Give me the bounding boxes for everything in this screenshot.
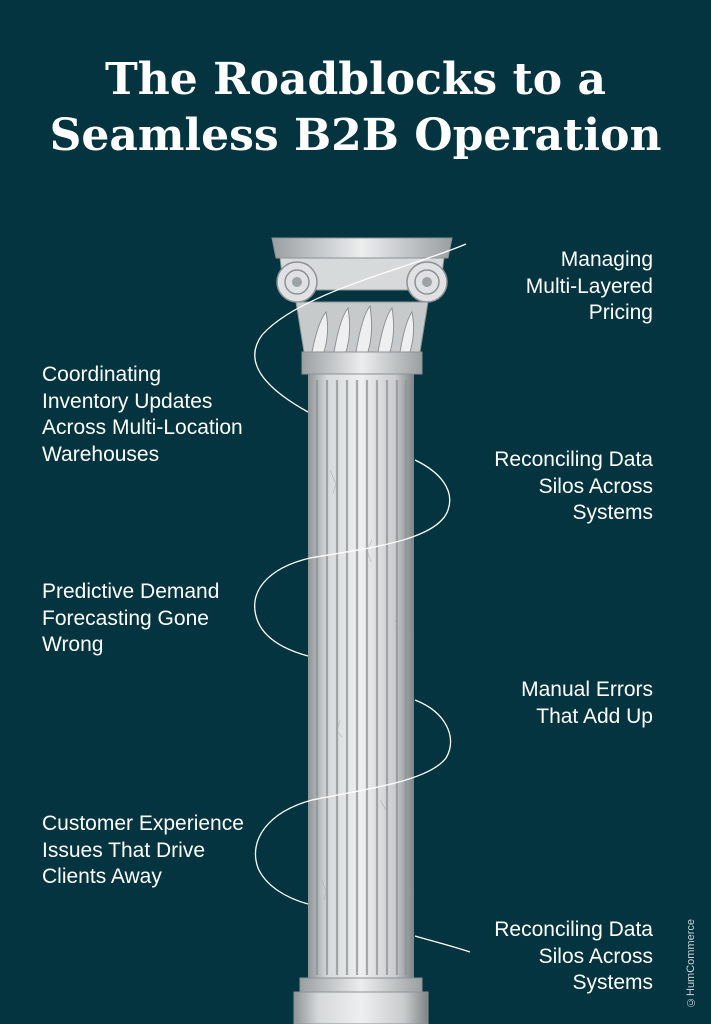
column-base xyxy=(293,977,429,1024)
column-capital xyxy=(271,237,453,375)
title-line-1: The Roadblocks to a xyxy=(105,54,606,105)
title-line-2: Seamless B2B Operation xyxy=(49,110,662,161)
roadblock-demand-forecasting: Predictive Demand Forecasting Gone Wrong xyxy=(42,580,220,656)
column-shaft xyxy=(308,372,414,980)
roadblock-customer-experience: Customer Experience Issues That Drive Cl… xyxy=(42,812,244,888)
copyright-credit: ©HumCommerce xyxy=(685,918,697,1008)
roadblock-data-silos: Reconciling Data Silos Across Systems xyxy=(494,448,653,524)
roadblock-multi-layered-pricing: Managing Multi-Layered Pricing xyxy=(525,248,653,324)
spiral-ribbon xyxy=(254,243,471,953)
roadblock-data-silos-repeat: Reconciling Data Silos Across Systems xyxy=(494,918,653,994)
page-title: The Roadblocks to a Seamless B2B Operati… xyxy=(0,52,711,164)
roadblock-manual-errors: Manual Errors That Add Up xyxy=(521,678,653,728)
roadblock-inventory-updates: Coordinating Inventory Updates Across Mu… xyxy=(42,363,243,466)
